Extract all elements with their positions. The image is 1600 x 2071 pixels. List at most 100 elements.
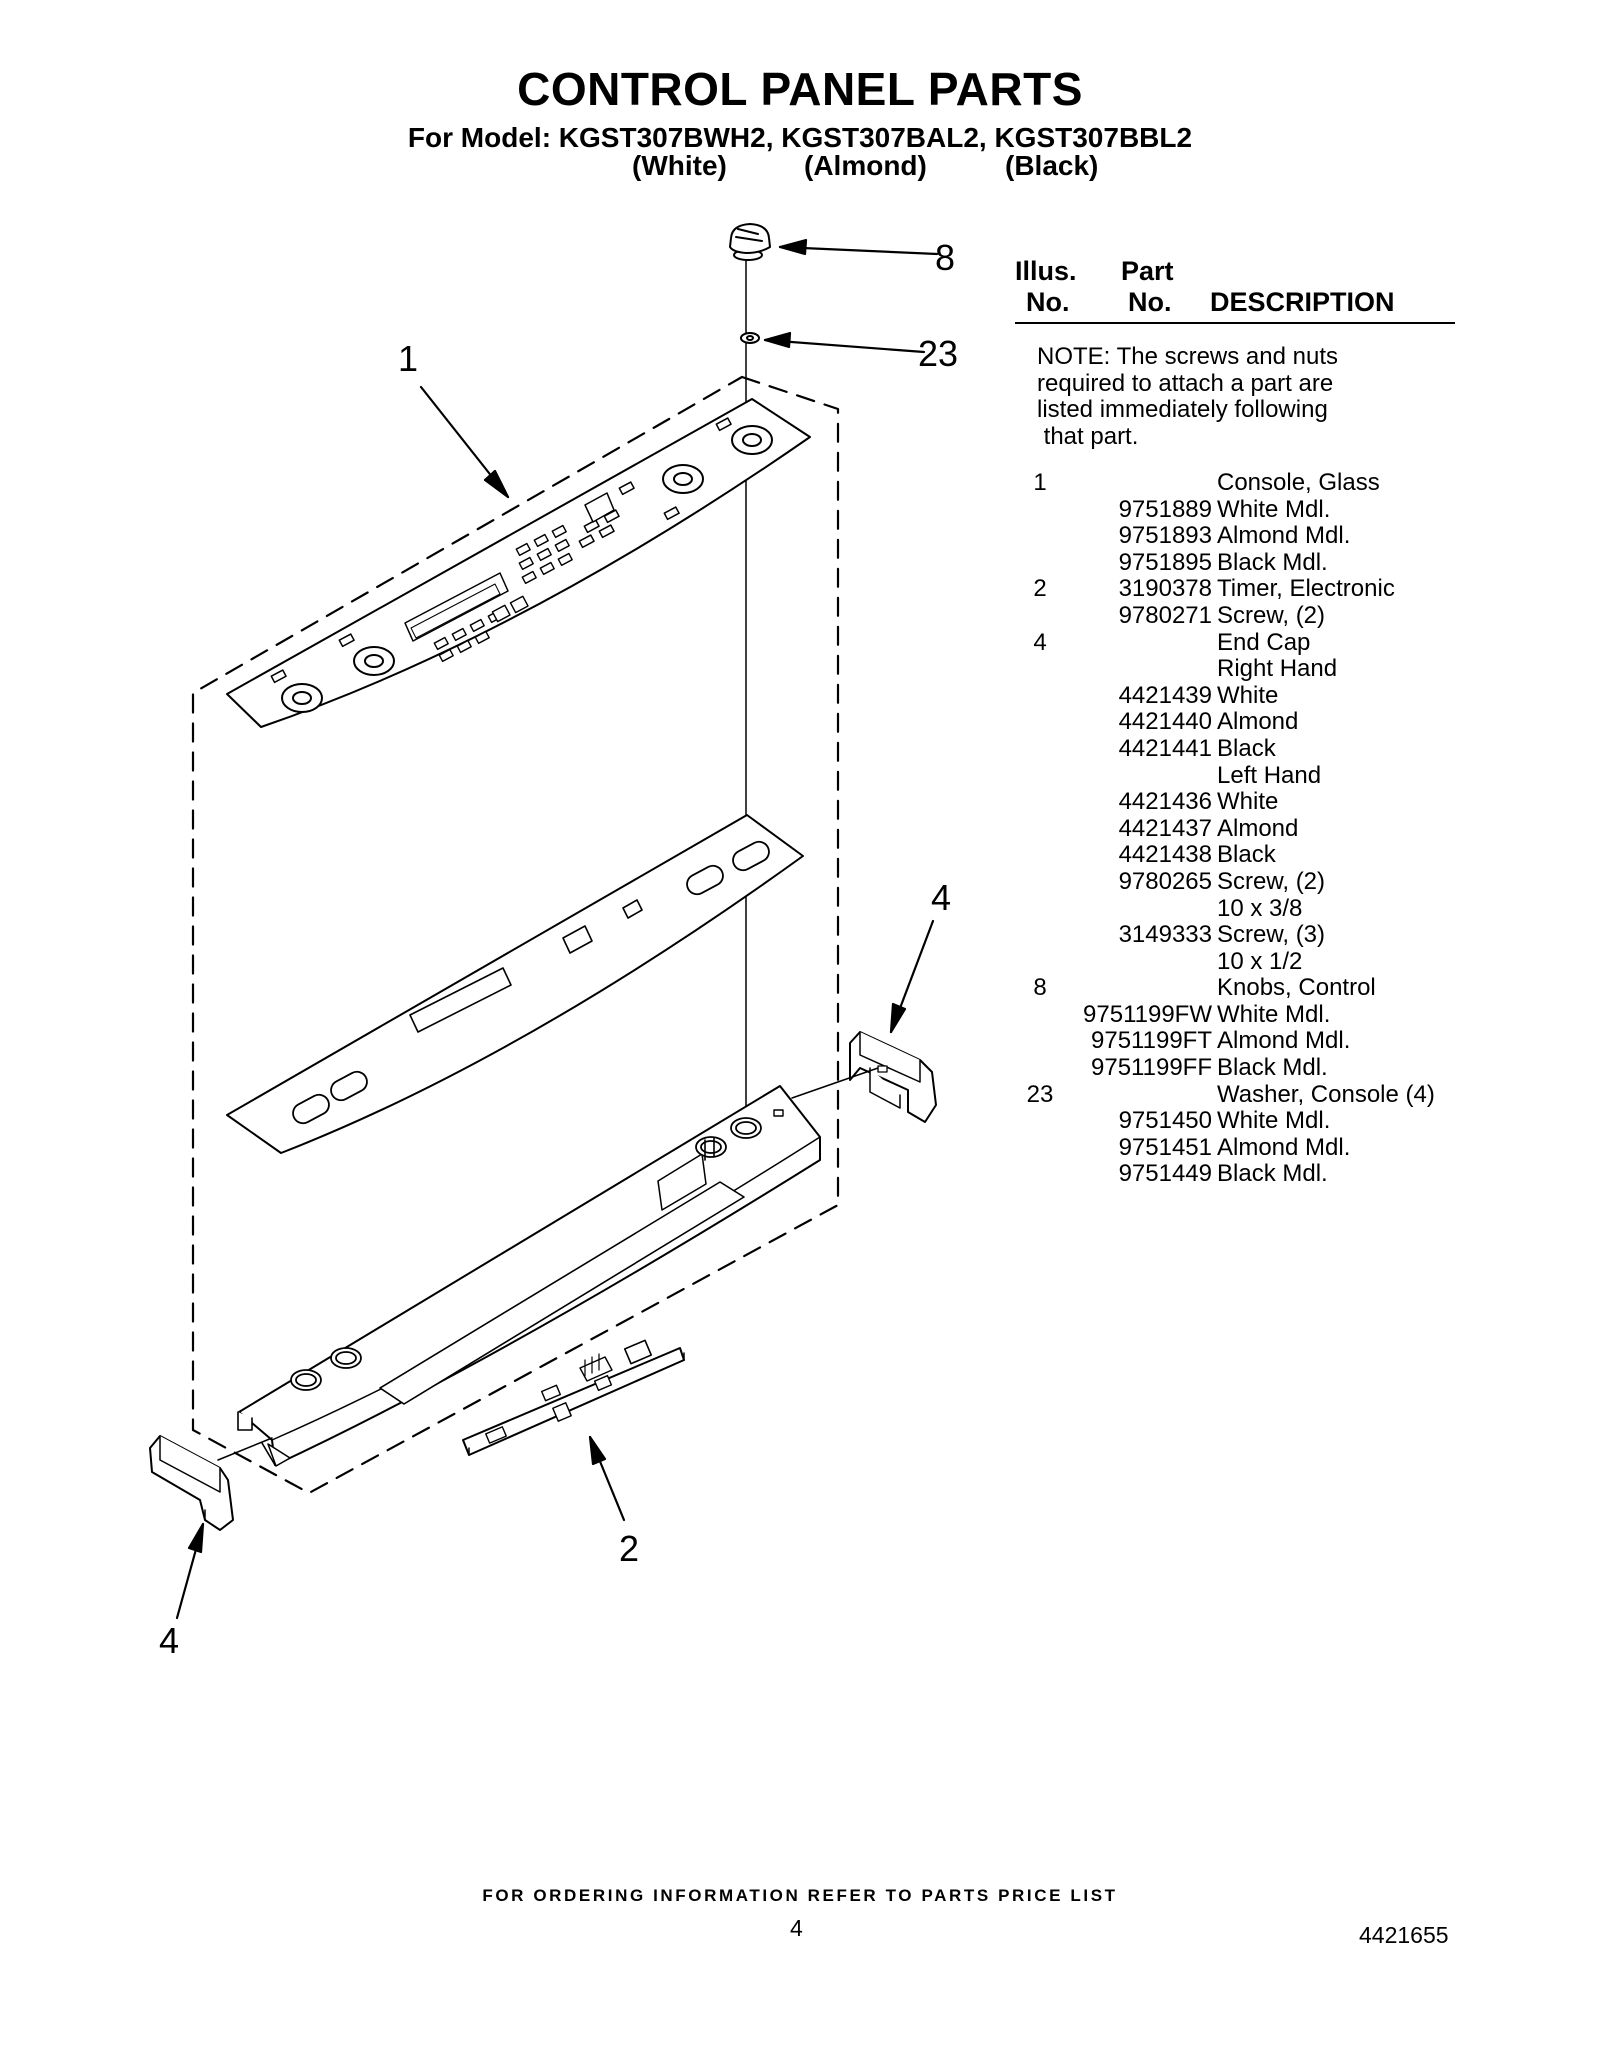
parts-list: Illus. No. Part No. DESCRIPTION NOTE: Th… [1015,258,1455,1188]
illus-number: 2 [1033,575,1047,603]
callout-8: 8 [935,237,955,278]
part-number: 3149333 [1118,921,1212,949]
part-description: Almond Mdl. [1217,1133,1351,1161]
document-number: 4421655 [1359,1922,1449,1948]
part-description: White Mdl. [1217,1107,1331,1135]
part-description: Knobs, Control [1217,974,1376,1002]
part-number: 4421440 [1118,708,1212,736]
glass-console-panel [226,398,811,728]
col-part-label: Part [1121,256,1174,286]
part-description: End Cap [1217,628,1311,656]
part-description: Left Hand [1217,761,1322,789]
model-subtitle: For Model: KGST307BWH2, KGST307BAL2, KGS… [407,122,1193,153]
right-end-cap [849,1031,937,1123]
part-number: 9751451 [1118,1133,1212,1161]
color-label-black: (Black) [1005,150,1099,181]
part-description: Almond [1217,814,1299,842]
part-number: 4421436 [1118,788,1212,816]
right-cap-leader [791,1067,879,1099]
col-illus-no: No. [1026,287,1070,317]
part-number: 9780265 [1118,867,1212,895]
parts-list-header: Illus. No. Part No. DESCRIPTION [1015,258,1455,324]
parts-row: 10 x 1/2 [1015,948,1455,976]
note-line: that part. [1037,422,1139,450]
parts-row: 10 x 3/8 [1015,894,1455,923]
part-description: Almond Mdl. [1217,522,1351,550]
page-number: 4 [790,1915,803,1941]
part-description: Almond [1217,708,1299,736]
parts-row: Left Hand [1015,761,1455,790]
color-label-almond: (Almond) [804,150,927,181]
timer-board [462,1339,685,1456]
part-number: 3190378 [1118,575,1212,603]
washer-icon [740,332,760,344]
color-label-white: (White) [632,150,727,181]
housing-knob-hole-icon [290,1117,762,1391]
illus-number: 4 [1033,628,1047,656]
part-number: 9751893 [1118,522,1212,550]
part-number: 9751895 [1118,548,1212,576]
part-number: 9751199FT [1091,1027,1212,1055]
col-description: DESCRIPTION [1210,287,1395,317]
console-housing [237,1085,821,1467]
part-description: White [1217,681,1279,709]
part-number: 9751199FW [1083,1000,1212,1028]
part-description: White Mdl. [1217,1000,1331,1028]
callout-23: 23 [918,333,958,374]
callout-4-left: 4 [159,1620,179,1661]
left-cap-leader [217,1437,273,1461]
part-number: 9780271 [1118,601,1212,629]
part-description: Screw, (3) [1217,921,1326,949]
control-knob-icon [729,223,771,261]
part-description: Black [1217,841,1276,869]
part-number: 4421438 [1118,841,1212,869]
illus-number: 1 [1033,469,1047,496]
callout-4-right: 4 [931,877,951,918]
part-number: 4421439 [1118,681,1212,709]
console-knob-icon [281,425,773,713]
parts-row: 4 End Cap [1015,628,1455,657]
col-illus-label: Illus. [1015,256,1077,286]
part-description: Console, Glass [1217,469,1380,496]
part-description: 10 x 3/8 [1217,894,1303,922]
part-description: Black Mdl. [1217,1160,1328,1188]
part-description: White Mdl. [1217,495,1331,523]
col-part-no: No. [1128,287,1172,317]
callout-1: 1 [398,338,418,379]
part-description: Timer, Electronic [1217,575,1395,603]
part-description: Screw, (2) [1217,867,1326,895]
note-line: listed immediately following [1037,396,1328,423]
part-number: 9751889 [1118,495,1212,523]
middle-panel [226,814,804,1154]
callout-2: 2 [619,1528,639,1569]
part-description: Black [1217,734,1276,762]
parts-row: 1 Console, Glass [1015,469,1455,497]
illus-number: 23 [1026,1080,1054,1108]
note-line: required to attach a part are [1037,369,1334,397]
part-number: 9751450 [1118,1107,1212,1135]
part-number: 4421441 [1118,734,1212,762]
assembly-outline [191,375,840,1495]
parts-row: Right Hand [1015,656,1455,683]
